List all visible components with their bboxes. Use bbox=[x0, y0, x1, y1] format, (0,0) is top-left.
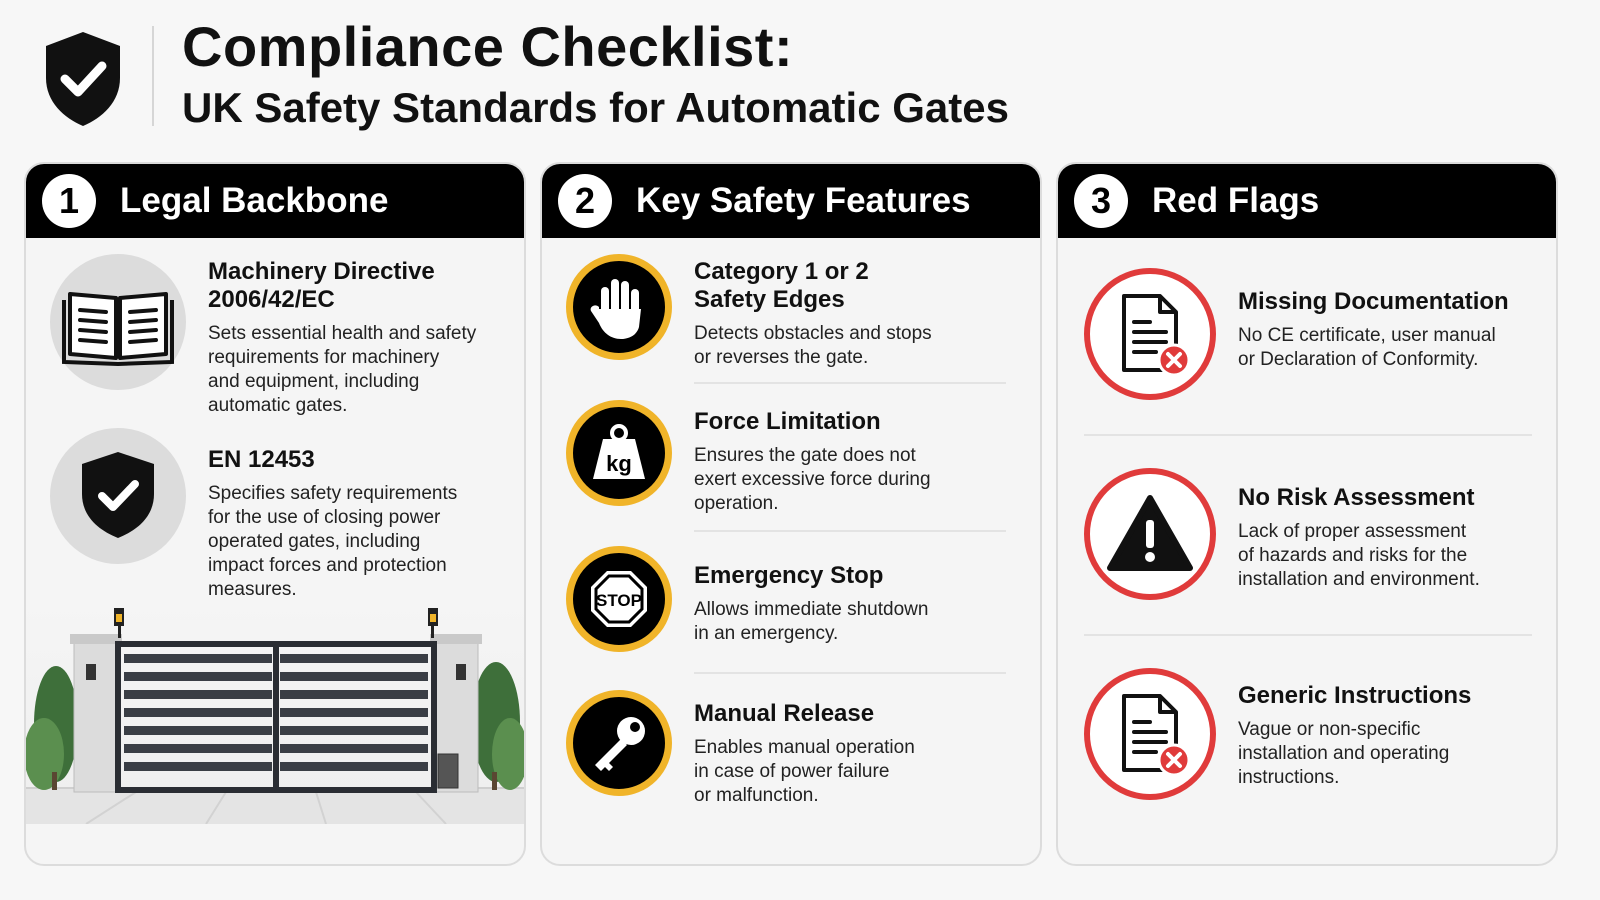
desc-line: Allows immediate shutdown bbox=[694, 599, 929, 620]
item-description: Ensures the gate does not exert excessiv… bbox=[694, 444, 1014, 516]
desc-line: or reverses the gate. bbox=[694, 347, 869, 368]
desc-line: in an emergency. bbox=[694, 623, 839, 644]
desc-line: installation and operating bbox=[1238, 743, 1450, 764]
panel-legal-backbone: 1 Legal Backbone Machinery Directive 200… bbox=[24, 162, 526, 866]
item-title: EN 12453 bbox=[208, 446, 315, 473]
item-divider bbox=[1084, 634, 1532, 636]
desc-line: No CE certificate, user manual bbox=[1238, 325, 1496, 346]
stop-sign-icon: STOP bbox=[566, 546, 672, 652]
item-title: Missing Documentation bbox=[1238, 288, 1509, 315]
item-divider bbox=[1084, 434, 1532, 436]
feature-item-manual-release: Manual Release Enables manual operation … bbox=[694, 700, 1014, 808]
item-title: Emergency Stop bbox=[694, 562, 884, 589]
item-description: No CE certificate, user manual or Declar… bbox=[1238, 324, 1538, 372]
feature-item-safety-edges: Category 1 or 2 Safety Edges Detects obs… bbox=[694, 258, 1014, 370]
desc-line: requirements for machinery bbox=[208, 347, 440, 368]
item-title-line2: Safety Edges bbox=[694, 286, 845, 313]
red-flag-generic-instructions: Generic Instructions Vague or non-specif… bbox=[1238, 682, 1538, 790]
desc-line: Lack of proper assessment bbox=[1238, 521, 1467, 542]
desc-line: measures. bbox=[208, 579, 297, 600]
desc-line: Detects obstacles and stops bbox=[694, 323, 932, 344]
item-description: Sets essential health and safety require… bbox=[208, 322, 508, 418]
panel-red-flags: 3 Red Flags Missing Documentation No CE … bbox=[1056, 162, 1558, 866]
desc-line: Sets essential health and safety bbox=[208, 323, 477, 344]
item-title: No Risk Assessment bbox=[1238, 484, 1475, 511]
item-title: Generic Instructions bbox=[1238, 682, 1472, 709]
desc-line: instructions. bbox=[1238, 767, 1340, 788]
weight-kg-label: kg bbox=[606, 451, 632, 476]
panel-key-safety-features: 2 Key Safety Features Category 1 or 2 Sa… bbox=[540, 162, 1042, 866]
desc-line: in case of power failure bbox=[694, 761, 890, 782]
item-title: Force Limitation bbox=[694, 408, 881, 435]
document-error-icon bbox=[1084, 668, 1216, 800]
document-error-icon bbox=[1084, 268, 1216, 400]
desc-line: or malfunction. bbox=[694, 785, 819, 806]
feature-item-emergency-stop: Emergency Stop Allows immediate shutdown… bbox=[694, 562, 1014, 646]
desc-line: of hazards and risks for the bbox=[1238, 545, 1468, 566]
warning-triangle-icon bbox=[1084, 468, 1216, 600]
red-flag-no-risk-assessment: No Risk Assessment Lack of proper assess… bbox=[1238, 484, 1538, 592]
book-icon bbox=[50, 254, 186, 390]
shield-check-icon bbox=[40, 28, 126, 128]
desc-line: exert excessive force during bbox=[694, 469, 931, 490]
item-description: Lack of proper assessment of hazards and… bbox=[1238, 520, 1538, 592]
automatic-gate-illustration bbox=[26, 604, 524, 825]
panel-title: Red Flags bbox=[1152, 181, 1320, 220]
desc-line: Enables manual operation bbox=[694, 737, 915, 758]
desc-line: impact forces and protection bbox=[208, 555, 447, 576]
page-subtitle: UK Safety Standards for Automatic Gates bbox=[182, 84, 1009, 131]
desc-line: for the use of closing power bbox=[208, 507, 441, 528]
panel-number: 1 bbox=[42, 174, 96, 228]
panel-title: Key Safety Features bbox=[636, 181, 971, 220]
desc-line: Vague or non-specific bbox=[1238, 719, 1421, 740]
weight-kg-icon: kg bbox=[566, 400, 672, 506]
desc-line: and equipment, including bbox=[208, 371, 420, 392]
desc-line: Ensures the gate does not bbox=[694, 445, 916, 466]
item-description: Detects obstacles and stops or reverses … bbox=[694, 322, 1014, 370]
page-header: Compliance Checklist: UK Safety Standard… bbox=[0, 0, 1600, 150]
shield-check-icon bbox=[50, 428, 186, 564]
stop-sign-label: STOP bbox=[596, 591, 642, 610]
panel-number: 3 bbox=[1074, 174, 1128, 228]
item-title: Manual Release bbox=[694, 700, 875, 727]
item-description: Allows immediate shutdown in an emergenc… bbox=[694, 598, 1014, 646]
desc-line: operated gates, including bbox=[208, 531, 421, 552]
desc-line: installation and environment. bbox=[1238, 569, 1480, 590]
item-divider bbox=[694, 382, 1006, 384]
desc-line: automatic gates. bbox=[208, 395, 348, 416]
feature-item-force-limitation: Force Limitation Ensures the gate does n… bbox=[694, 408, 1014, 516]
item-title-line1: Machinery Directive bbox=[208, 258, 435, 285]
item-title-line1: Category 1 or 2 bbox=[694, 258, 869, 285]
red-flag-missing-documentation: Missing Documentation No CE certificate,… bbox=[1238, 288, 1538, 372]
desc-line: Specifies safety requirements bbox=[208, 483, 458, 504]
item-description: Enables manual operation in case of powe… bbox=[694, 736, 1014, 808]
panel-title: Legal Backbone bbox=[120, 181, 389, 220]
item-divider bbox=[694, 672, 1006, 674]
item-title-line2: 2006/42/EC bbox=[208, 286, 335, 313]
panel-header: 3 Red Flags bbox=[1058, 164, 1556, 238]
key-icon bbox=[566, 690, 672, 796]
desc-line: or Declaration of Conformity. bbox=[1238, 349, 1479, 370]
panel-header: 1 Legal Backbone bbox=[26, 164, 524, 238]
desc-line: operation. bbox=[694, 493, 779, 514]
item-description: Specifies safety requirements for the us… bbox=[208, 482, 508, 602]
legal-item-en-12453: EN 12453 Specifies safety requirements f… bbox=[208, 446, 508, 602]
panel-header: 2 Key Safety Features bbox=[542, 164, 1040, 238]
header-divider bbox=[152, 26, 154, 126]
legal-item-machinery-directive: Machinery Directive 2006/42/EC Sets esse… bbox=[208, 258, 508, 418]
item-divider bbox=[694, 530, 1006, 532]
hand-stop-icon bbox=[566, 254, 672, 360]
panel-number: 2 bbox=[558, 174, 612, 228]
page-title: Compliance Checklist: bbox=[182, 15, 794, 78]
item-description: Vague or non-specific installation and o… bbox=[1238, 718, 1538, 790]
